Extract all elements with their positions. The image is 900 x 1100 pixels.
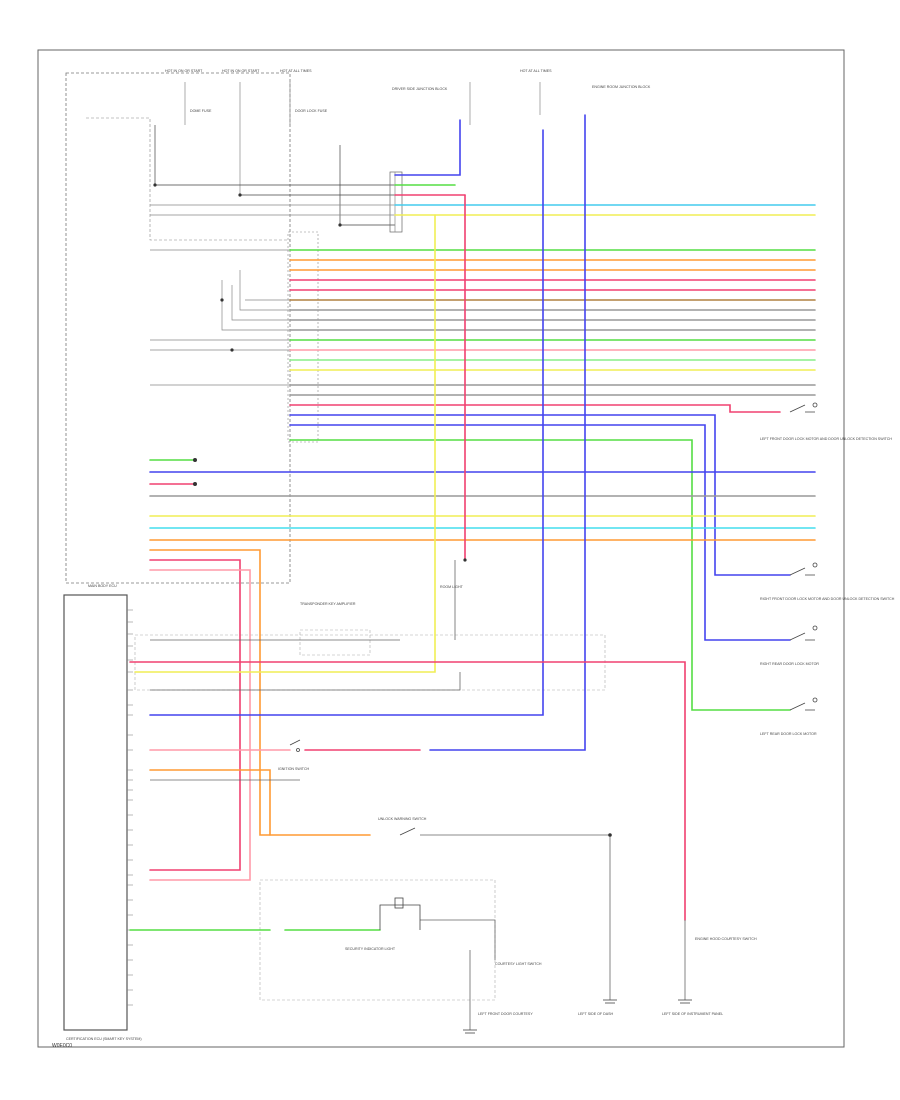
wire-br-low: [149, 769, 271, 836]
top-fuse-area: [154, 82, 541, 233]
ignition-label: IGNITION SWITCH: [278, 767, 310, 771]
door-switch-symbols: [289, 402, 818, 1034]
splice-dots: [153, 183, 612, 837]
wire-rd-lfdoor: [289, 404, 781, 413]
switch-label-lf: LEFT FRONT DOOR LOCK MOTOR AND DOOR UNLO…: [760, 437, 892, 441]
wire-bl-top-small: [394, 119, 461, 176]
connector-block-1: [287, 231, 319, 443]
main-ecu-box: [65, 72, 291, 584]
rear-light-label: ROOM LIGHT: [440, 585, 464, 589]
fuse-label-2: HOT IN ON OR START: [222, 69, 260, 73]
labels: HOT IN ON OR START HOT IN ON OR START HO…: [66, 69, 895, 1041]
wire-bl-vert-2: [429, 114, 586, 751]
ground-mid-label: LEFT SIDE OF DASH: [578, 1012, 613, 1016]
wire-pk-low: [149, 569, 251, 881]
engine-hood-label: ENGINE HOOD COURTESY SWITCH: [695, 937, 757, 941]
ground-right-label: LEFT SIDE OF INSTRUMENT PANEL: [662, 1012, 723, 1016]
diagram-border: [37, 49, 845, 1048]
wire-bl-vert-1: [149, 129, 544, 716]
transponder-label: TRANSPONDER KEY AMPLIFIER: [300, 602, 356, 606]
ground-left-label: LEFT FRONT DOOR COURTESY: [478, 1012, 533, 1016]
unlock-warning-label: UNLOCK WARNING SWITCH: [378, 817, 427, 821]
lower-ecu-box: [63, 594, 128, 1031]
ecu-internal-lines: [150, 204, 395, 386]
switch-label-lr: LEFT REAR DOOR LOCK MOTOR: [760, 732, 817, 736]
lower-ecu-label: CERTIFICATION ECU (SMART KEY SYSTEM): [66, 1037, 142, 1041]
wire-yl-vert: [134, 214, 436, 673]
wire-bl-rfdoor: [289, 414, 791, 576]
driver-junction-label: DRIVER SIDE JUNCTION BLOCK: [392, 87, 448, 91]
fuse-label-3: HOT AT ALL TIMES: [280, 69, 312, 73]
fuse-label-4: HOT AT ALL TIMES: [520, 69, 552, 73]
wire-gn-lrdoor: [289, 439, 791, 711]
engine-junction-label: ENGINE ROOM JUNCTION BLOCK: [592, 85, 651, 89]
wire-bl-rrdoor: [289, 424, 791, 641]
courtesy-label: COURTESY LIGHT SWITCH: [495, 962, 542, 966]
bottom-dashed-boxes: [134, 629, 606, 1001]
fuse-label-1: HOT IN ON OR START: [165, 69, 203, 73]
wire-rd-hood: [129, 661, 686, 921]
signal-wires: [150, 560, 686, 1030]
door-lock-fuse-label: DOOR LOCK FUSE: [295, 109, 328, 113]
wire-or-low-2: [149, 549, 371, 836]
switch-label-rr: RIGHT REAR DOOR LOCK MOTOR: [760, 662, 819, 666]
main-ecu-inner-boundary: [86, 117, 290, 241]
security-label: SECURITY INDICATOR LIGHT: [345, 947, 396, 951]
main-ecu-label: MAIN BODY ECU: [88, 584, 117, 588]
switch-label-rf: RIGHT FRONT DOOR LOCK MOTOR AND DOOR UNL…: [760, 597, 895, 601]
dome-fuse-label: DOME FUSE: [190, 109, 212, 113]
lower-ecu-pins: [127, 609, 133, 1006]
figure-code: W0E0C0: [52, 1043, 73, 1049]
